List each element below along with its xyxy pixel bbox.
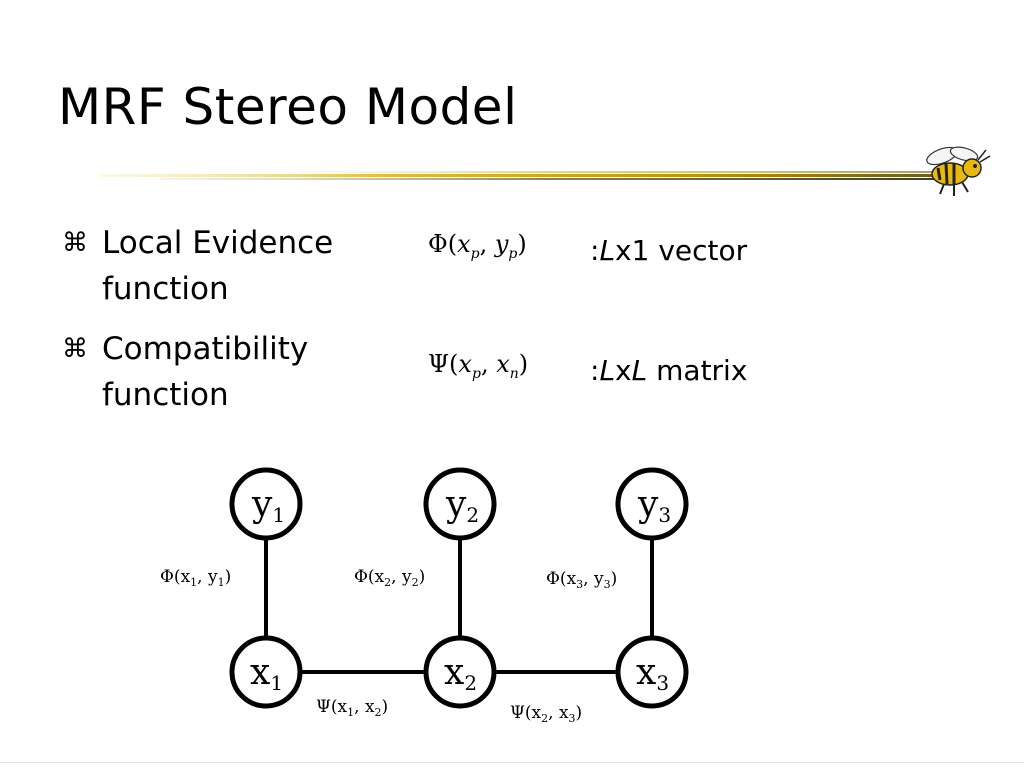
svg-text:x3: x3 (636, 652, 669, 695)
edge-label-psi23: Ψ(x2, x3) (510, 703, 582, 725)
bullet-text-line2: function (102, 271, 229, 307)
svg-text:x2: x2 (444, 652, 477, 695)
svg-text:y2: y2 (445, 484, 479, 527)
svg-text:y1: y1 (251, 484, 285, 527)
bullet-text-line2: function (102, 377, 229, 413)
node-x1: x1 (229, 635, 303, 709)
bullet-symbol-icon: ⌘ (62, 228, 88, 258)
svg-text:y3: y3 (637, 484, 671, 527)
compatibility-description: :LxL matrix (590, 354, 748, 387)
slide-title: MRF Stereo Model (58, 78, 518, 136)
compatibility-formula: Ψ(xp, xn) (428, 350, 529, 382)
node-y2: y2 (423, 467, 497, 541)
local-evidence-formula: Φ(xp, yp) (428, 230, 527, 262)
edge-label-psi12: Ψ(x1, x2) (316, 697, 388, 719)
bullet-symbol-icon: ⌘ (62, 334, 88, 364)
node-y3: y3 (615, 467, 689, 541)
bullet-text-line1: Local Evidence (102, 225, 334, 261)
footer-divider (0, 762, 1024, 763)
node-x3: x3 (615, 635, 689, 709)
edge-label-phi1: Φ(x1, y1) (160, 567, 231, 589)
bullet-text-line1: Compatibility (102, 331, 309, 367)
node-x2: x2 (423, 635, 497, 709)
title-underline-rule (100, 171, 940, 180)
node-y1: y1 (229, 467, 303, 541)
edge-label-phi2: Φ(x2, y2) (354, 567, 425, 589)
edge-label-phi3: Φ(x3, y3) (546, 569, 617, 591)
local-evidence-description: :Lx1 vector (590, 234, 748, 267)
svg-text:x1: x1 (250, 652, 283, 695)
yellow-jacket-mascot-icon (926, 146, 991, 196)
